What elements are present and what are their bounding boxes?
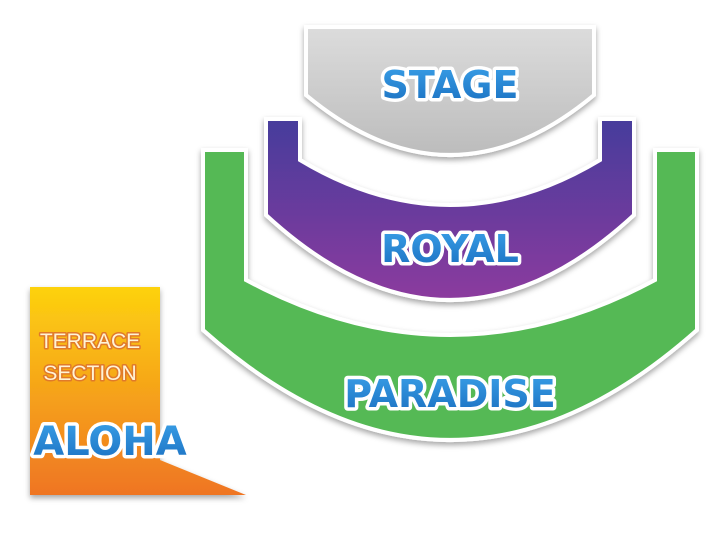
stage-label: STAGE — [382, 63, 519, 107]
section-stage[interactable]: STAGE — [304, 25, 596, 157]
section-royal[interactable]: ROYAL — [264, 117, 636, 302]
section-aloha[interactable]: TERRACE SECTION ALOHA — [30, 287, 246, 495]
royal-label: ROYAL — [381, 227, 519, 271]
terrace-label: TERRACE — [40, 330, 140, 353]
section-label: SECTION — [43, 362, 136, 385]
aloha-label: ALOHA — [33, 419, 187, 465]
paradise-label: PARADISE — [344, 372, 555, 416]
section-paradise[interactable]: PARADISE — [201, 148, 699, 442]
